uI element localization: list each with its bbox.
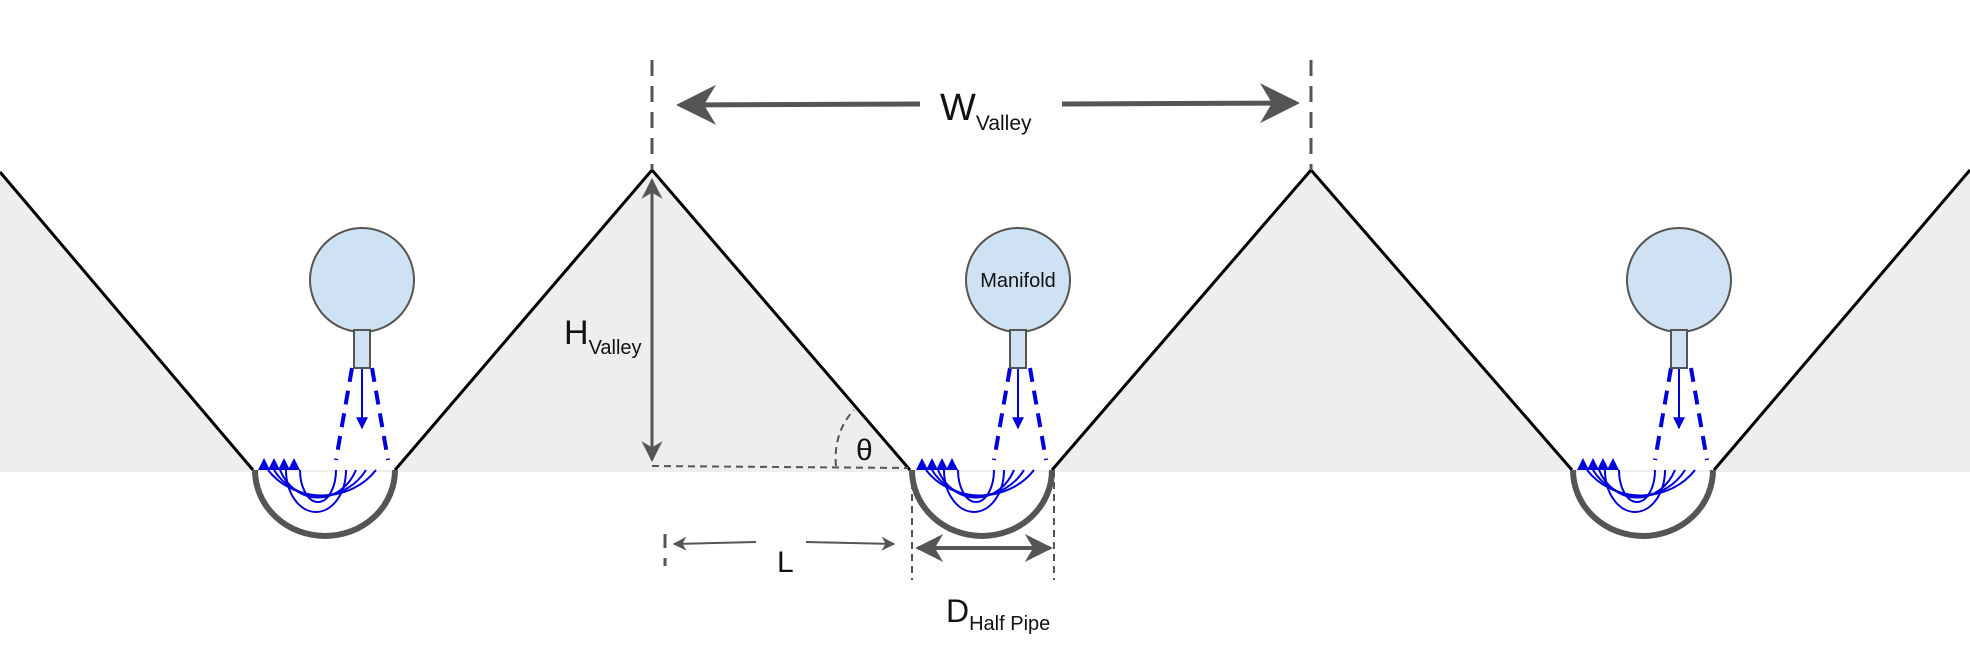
flow-lines: [267, 469, 377, 513]
valley-profile: [0, 171, 255, 471]
manifold: [309, 227, 415, 369]
flow-lines: [1586, 469, 1696, 513]
valley-profile: [1712, 169, 1970, 471]
terrain-fill: [0, 170, 1970, 472]
valley-baseline: [651, 465, 909, 469]
manifold-label: Manifold: [980, 270, 1056, 292]
half-pipe: [909, 469, 1055, 539]
h-valley-label: HValley: [564, 314, 642, 359]
spray-line: [1653, 367, 1673, 461]
flow-arrows: [258, 458, 300, 470]
flow-arrows: [916, 458, 958, 470]
manifold: Manifold: [965, 227, 1071, 369]
w-valley-arrow-right: [1061, 83, 1300, 124]
d-half-pipe-label: DHalf Pipe: [946, 593, 1050, 635]
l-arrow-right: [805, 536, 896, 551]
flow-arrows: [1577, 458, 1619, 470]
spray-line: [992, 367, 1012, 461]
spray-line: [334, 367, 354, 461]
w-valley-arrow-left: [676, 84, 921, 125]
l-label: L: [777, 546, 794, 579]
theta-label: θ: [856, 434, 873, 467]
theta-arc: [834, 409, 855, 467]
manifold: [1626, 227, 1732, 369]
w-valley-label: WValley: [940, 87, 1032, 135]
half-pipe: [252, 469, 398, 539]
half-pipe: [1570, 469, 1716, 539]
spray-line: [370, 367, 390, 461]
l-arrow-left: [672, 536, 757, 551]
spray-line: [1689, 367, 1709, 461]
flow-lines: [925, 469, 1035, 513]
spray-line: [1028, 367, 1048, 461]
